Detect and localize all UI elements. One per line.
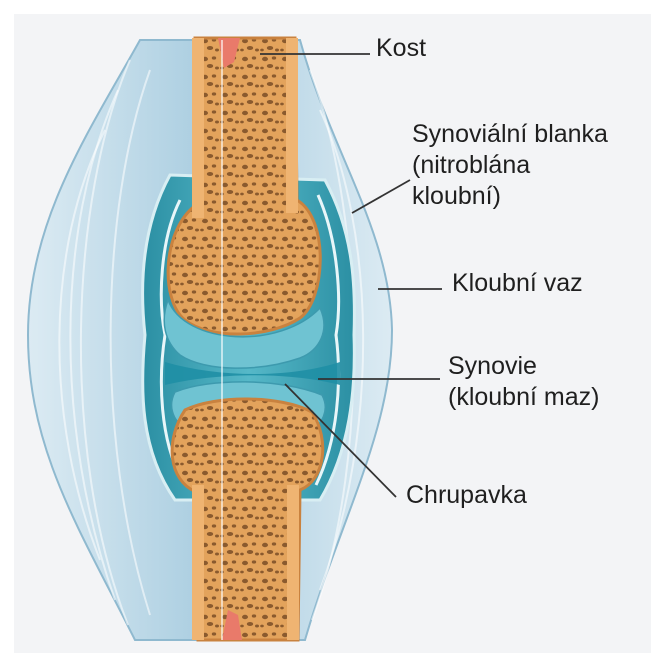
label-synovial-membrane-line1: Synoviální blanka <box>412 119 608 150</box>
label-cartilage-text: Chrupavka <box>406 480 527 511</box>
label-joint-ligament-text: Kloubní vaz <box>452 268 583 299</box>
label-bone: Kost <box>376 33 426 64</box>
label-synovial-membrane-line2: (nitroblána <box>412 150 608 181</box>
label-joint-ligament: Kloubní vaz <box>452 268 583 299</box>
lower-bone-cortex-left <box>192 485 204 640</box>
label-synovial-membrane: Synoviální blanka (nitroblána kloubní) <box>412 119 608 212</box>
label-synovial-fluid-line2: (kloubní maz) <box>448 382 599 413</box>
label-cartilage: Chrupavka <box>406 480 527 511</box>
label-synovial-fluid-line1: Synovie <box>448 351 599 382</box>
label-synovial-fluid: Synovie (kloubní maz) <box>448 351 599 413</box>
leader-synovialni-blanka <box>352 180 410 213</box>
label-synovial-membrane-line3: kloubní) <box>412 181 608 212</box>
label-bone-text: Kost <box>376 33 426 64</box>
lower-bone-cortex-right <box>287 485 299 640</box>
upper-bone-cortex-left <box>192 38 204 218</box>
upper-bone-cortex-right <box>286 38 298 213</box>
